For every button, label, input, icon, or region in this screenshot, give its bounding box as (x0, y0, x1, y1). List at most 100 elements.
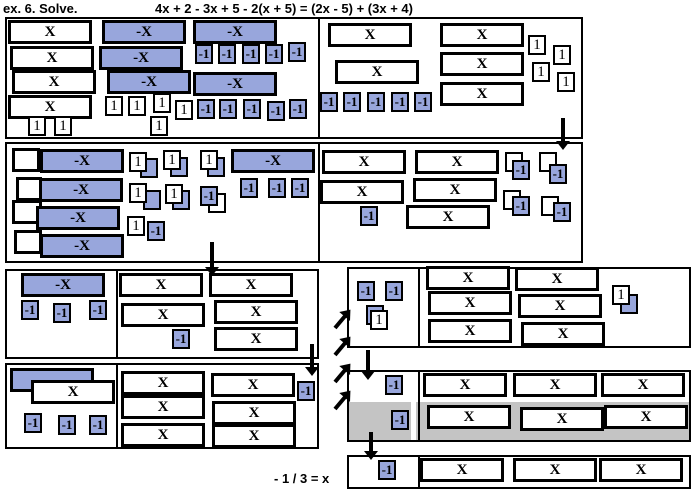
x-tile: X (518, 294, 602, 318)
negative-unit-tile: -1 (343, 92, 361, 112)
x-tile: X (121, 423, 205, 447)
x-tile: X (440, 52, 524, 76)
negative-unit-tile: -1 (357, 281, 375, 301)
x-tile: X (420, 458, 504, 482)
unit-tile: 1 (105, 96, 123, 116)
negative-unit-tile: -1 (360, 206, 378, 226)
x-tile: X (212, 424, 296, 448)
x-tile: X (121, 371, 205, 395)
x-tile: X (320, 180, 404, 204)
x-tile: X (121, 395, 205, 419)
negative-unit-tile: -1 (549, 164, 567, 184)
negative-unit-tile: -1 (289, 99, 307, 119)
unit-tile: 1 (128, 96, 146, 116)
x-tile: X (212, 401, 296, 425)
negative-x-tile: -X (36, 206, 120, 230)
down-arrow-icon (305, 344, 319, 376)
negative-x-tile: -X (102, 20, 186, 44)
x-tile: X (406, 205, 490, 229)
unit-tile: 1 (553, 45, 571, 65)
x-tile: X (335, 60, 419, 84)
down-arrow-icon (556, 118, 570, 150)
diagonal-arrow-icon (333, 395, 347, 411)
negative-unit-tile: -1 (297, 381, 315, 401)
x-tile: X (214, 327, 298, 351)
x-tile: X (12, 70, 96, 94)
mat-divider (418, 370, 420, 442)
mat-divider (318, 17, 320, 139)
x-tile: X (440, 23, 524, 47)
unit-tile: 1 (129, 152, 147, 172)
negative-unit-tile: -1 (265, 44, 283, 64)
negative-x-tile: -X (193, 20, 277, 44)
negative-unit-tile: -1 (58, 415, 76, 435)
down-arrow-icon (205, 242, 219, 276)
negative-unit-tile: -1 (200, 186, 218, 206)
x-tile: X (121, 303, 205, 327)
negative-unit-tile: -1 (89, 300, 107, 320)
x-tile: X (8, 95, 92, 119)
unit-tile: 1 (163, 150, 181, 170)
negative-unit-tile: -1 (414, 92, 432, 112)
negative-x-tile: -X (99, 46, 183, 70)
negative-unit-tile: -1 (53, 303, 71, 323)
negative-unit-tile: -1 (197, 99, 215, 119)
negative-unit-tile: -1 (391, 410, 409, 430)
negative-unit-tile: -1 (219, 99, 237, 119)
negative-unit-tile: -1 (243, 99, 261, 119)
unit-tile: 1 (165, 184, 183, 204)
unit-tile: 1 (612, 285, 630, 305)
x-tile: X (322, 150, 406, 174)
negative-unit-tile: -1 (367, 92, 385, 112)
negative-unit-tile: -1 (89, 415, 107, 435)
negative-unit-tile: -1 (288, 42, 306, 62)
negative-unit-tile: -1 (320, 92, 338, 112)
negative-unit-tile: -1 (172, 329, 190, 349)
negative-unit-tile: -1 (24, 413, 42, 433)
mat-divider (318, 142, 320, 263)
negative-unit-tile: -1 (291, 178, 309, 198)
negative-unit-tile: -1 (240, 178, 258, 198)
x-tile: X (428, 319, 512, 343)
unit-tile: 1 (54, 116, 72, 136)
negative-unit-tile: -1 (385, 375, 403, 395)
unit-tile: 1 (129, 183, 147, 203)
x-tile: X (440, 82, 524, 106)
x-tile: X (604, 405, 688, 429)
negative-unit-tile: -1 (242, 44, 260, 64)
diagonal-arrow-icon (333, 314, 347, 330)
mat-divider (418, 455, 420, 489)
x-tile: X (426, 266, 510, 290)
x-tile: X (8, 20, 92, 44)
x-tile: X (520, 407, 604, 431)
negative-unit-tile: -1 (553, 202, 571, 222)
unit-tile-back (12, 148, 40, 172)
unit-tile: 1 (532, 62, 550, 82)
x-tile: X (423, 373, 507, 397)
x-tile: X (119, 273, 203, 297)
x-tile: X (515, 267, 599, 291)
x-tile: X (601, 373, 685, 397)
problem-title: ex. 6. Solve. (3, 1, 78, 16)
unit-tile: 1 (150, 116, 168, 136)
x-tile: X (328, 23, 412, 47)
x-tile: X (214, 300, 298, 324)
mat-divider (116, 363, 118, 449)
mat-divider (116, 269, 118, 359)
x-tile: X (415, 150, 499, 174)
x-tile: X (427, 405, 511, 429)
negative-x-tile: -X (40, 234, 124, 258)
x-tile: X (413, 178, 497, 202)
x-tile: X (428, 291, 512, 315)
negative-x-tile: -X (193, 72, 277, 96)
negative-unit-tile: -1 (195, 44, 213, 64)
unit-tile: 1 (153, 93, 171, 113)
diagonal-arrow-icon (333, 341, 347, 357)
x-tile: X (513, 373, 597, 397)
unit-tile: 1 (175, 100, 193, 120)
negative-unit-tile: -1 (268, 178, 286, 198)
diagonal-arrow-icon (333, 368, 347, 384)
answer: - 1 / 3 = x (274, 471, 330, 486)
negative-x-tile: -X (107, 70, 191, 94)
negative-x-tile: -X (21, 273, 105, 297)
